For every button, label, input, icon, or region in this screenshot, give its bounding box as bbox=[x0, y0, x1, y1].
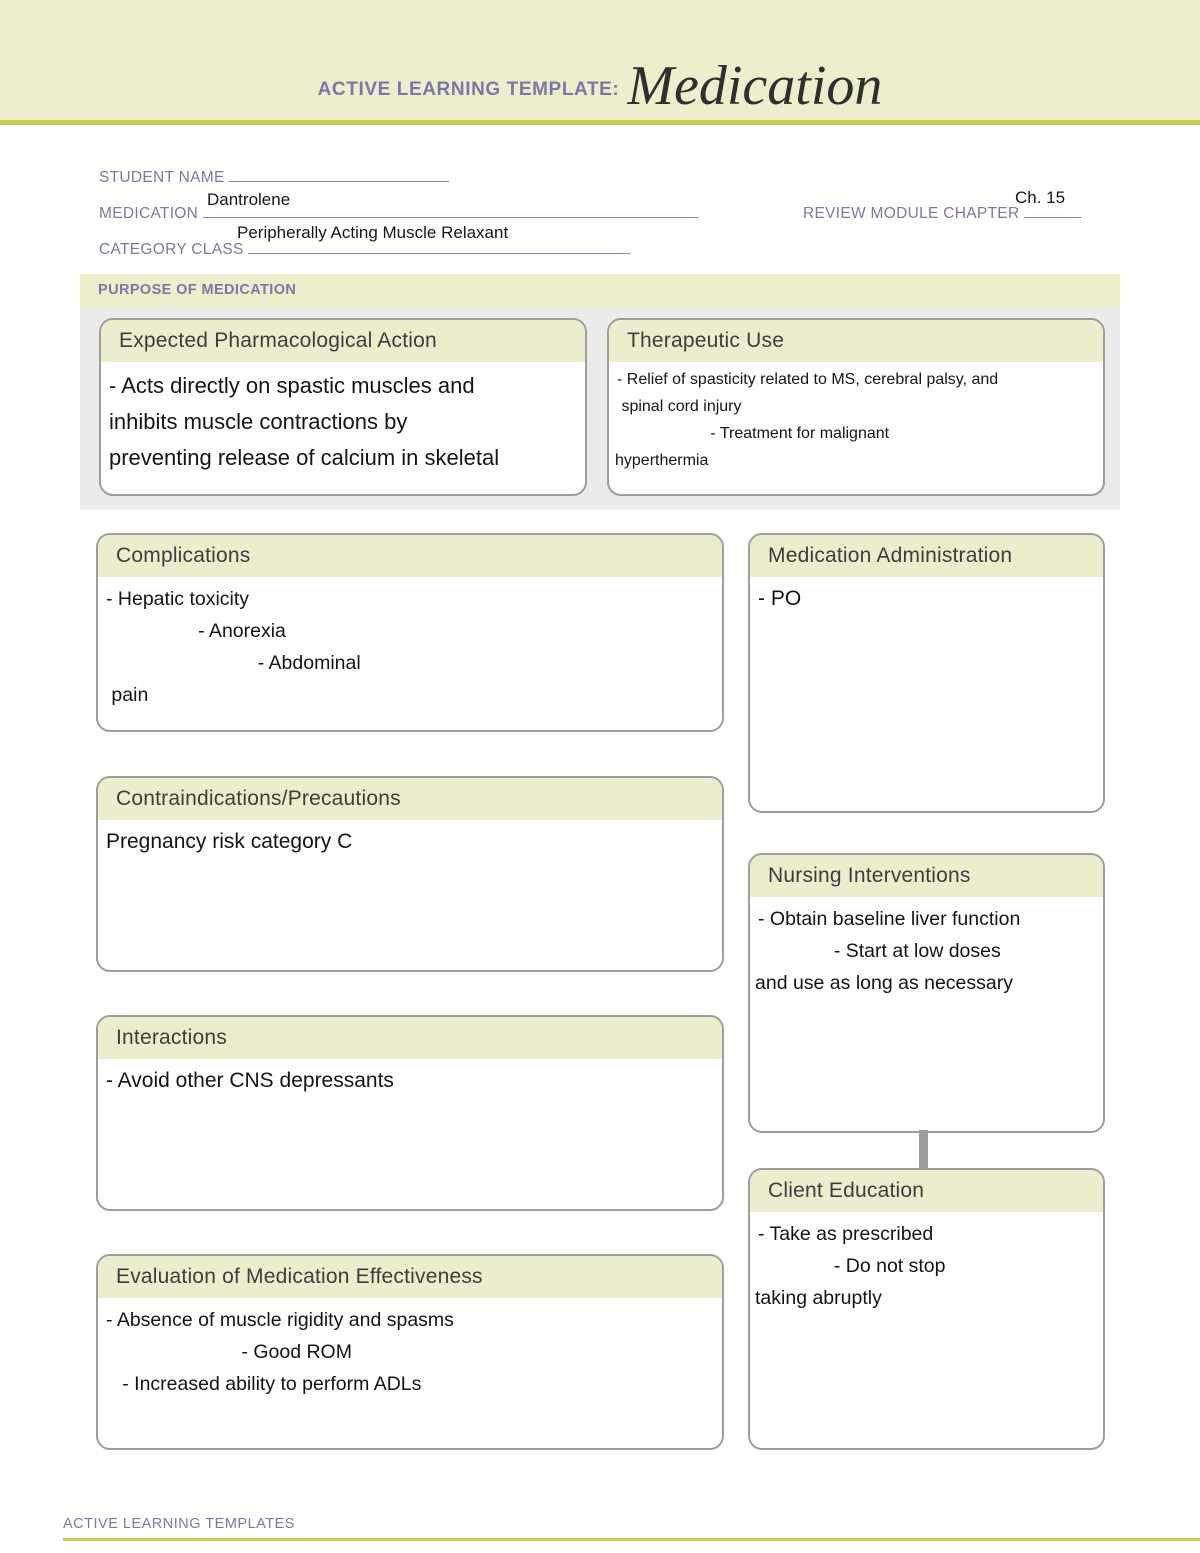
card-therapeutic-use[interactable]: Therapeutic Use - Relief of spasticity r… bbox=[607, 318, 1105, 496]
card-body-medication-administration: - PO bbox=[750, 577, 1103, 811]
body-line: preventing release of calcium in skeleta… bbox=[109, 445, 500, 470]
medication-label: MEDICATION bbox=[99, 205, 199, 222]
card-title-interactions: Interactions bbox=[98, 1017, 722, 1059]
card-evaluation-of-medication-effectiveness[interactable]: Evaluation of Medication Effectiveness -… bbox=[96, 1254, 724, 1450]
review-module-row: REVIEW MODULE CHAPTER _______ bbox=[803, 200, 1104, 223]
card-title-expected-action: Expected Pharmacological Action bbox=[101, 320, 585, 362]
body-line: - Relief of spasticity related to MS, ce… bbox=[617, 371, 999, 388]
connector-stem bbox=[919, 1130, 928, 1172]
student-name-input[interactable]: ___________________________ bbox=[229, 166, 449, 183]
category-class-input[interactable]: ________________________________________… bbox=[248, 238, 630, 255]
category-class-row: CATEGORY CLASS _________________________… bbox=[99, 236, 793, 259]
body-line: and use as long as necessary bbox=[755, 972, 1013, 994]
body-line: - Avoid other CNS depressants bbox=[106, 1069, 394, 1092]
card-client-education[interactable]: Client Education - Take as prescribed - … bbox=[748, 1168, 1105, 1450]
body-line: - Good ROM bbox=[106, 1341, 352, 1363]
body-line: taking abruptly bbox=[755, 1287, 882, 1309]
body-line: - Obtain baseline liver function bbox=[758, 908, 1021, 930]
card-title-contraindications: Contraindications/Precautions bbox=[98, 778, 722, 820]
student-name-row: STUDENT NAME ___________________________ bbox=[99, 164, 519, 187]
card-title-complications: Complications bbox=[98, 535, 722, 577]
card-contraindications-precautions[interactable]: Contraindications/Precautions Pregnancy … bbox=[96, 776, 724, 972]
medication-row: MEDICATION _____________________________… bbox=[99, 200, 851, 223]
card-body-client-education: - Take as prescribed - Do not stop takin… bbox=[750, 1212, 1103, 1448]
category-class-value: Peripherally Acting Muscle Relaxant bbox=[237, 223, 509, 242]
card-complications[interactable]: Complications - Hepatic toxicity - Anore… bbox=[96, 533, 724, 732]
card-title-medication-administration: Medication Administration bbox=[750, 535, 1103, 577]
body-line: inhibits muscle contractions by bbox=[109, 409, 408, 434]
header-title-group: ACTIVE LEARNING TEMPLATE: Medication bbox=[0, 54, 1200, 118]
template-kicker: ACTIVE LEARNING TEMPLATE: bbox=[317, 79, 620, 100]
card-medication-administration[interactable]: Medication Administration - PO bbox=[748, 533, 1105, 813]
body-line: - Hepatic toxicity bbox=[106, 588, 250, 610]
form-fields: STUDENT NAME ___________________________… bbox=[0, 150, 1200, 260]
body-line: spinal cord injury bbox=[617, 398, 742, 415]
body-line: - Acts directly on spastic muscles and bbox=[109, 373, 475, 398]
body-line: - Absence of muscle rigidity and spasms bbox=[106, 1309, 454, 1331]
card-body-evaluation: - Absence of muscle rigidity and spasms … bbox=[98, 1298, 722, 1448]
card-body-contraindications: Pregnancy risk category C bbox=[98, 820, 722, 970]
review-module-label: REVIEW MODULE CHAPTER bbox=[803, 205, 1020, 222]
card-body-interactions: - Avoid other CNS depressants bbox=[98, 1059, 722, 1209]
card-nursing-interventions[interactable]: Nursing Interventions - Obtain baseline … bbox=[748, 853, 1105, 1133]
body-line: - Start at low doses bbox=[758, 940, 1001, 962]
body-line: - Take as prescribed bbox=[758, 1223, 934, 1245]
card-body-therapeutic-use: - Relief of spasticity related to MS, ce… bbox=[609, 362, 1103, 494]
category-class-label: CATEGORY CLASS bbox=[99, 241, 244, 258]
page-title: Medication bbox=[627, 55, 883, 117]
student-name-label: STUDENT NAME bbox=[99, 169, 225, 186]
body-line: - PO bbox=[758, 587, 802, 610]
purpose-strip bbox=[80, 274, 1120, 308]
card-title-therapeutic-use: Therapeutic Use bbox=[609, 320, 1103, 362]
body-line: pain bbox=[106, 684, 149, 706]
card-interactions[interactable]: Interactions - Avoid other CNS depressan… bbox=[96, 1015, 724, 1211]
body-line: hyperthermia bbox=[615, 452, 709, 469]
footer-label: ACTIVE LEARNING TEMPLATES bbox=[63, 1516, 295, 1532]
medication-value: Dantrolene bbox=[207, 190, 291, 209]
body-line: - Increased ability to perform ADLs bbox=[106, 1373, 422, 1395]
card-title-nursing-interventions: Nursing Interventions bbox=[750, 855, 1103, 897]
review-module-input[interactable]: _______ bbox=[1023, 202, 1081, 219]
card-title-evaluation: Evaluation of Medication Effectiveness bbox=[98, 1256, 722, 1298]
body-line: Pregnancy risk category C bbox=[106, 830, 353, 853]
header-accent-rule bbox=[0, 120, 1200, 125]
purpose-strip-label: PURPOSE OF MEDICATION bbox=[98, 282, 297, 298]
body-line: - Do not stop bbox=[758, 1255, 946, 1277]
body-line: - Treatment for malignant bbox=[617, 425, 890, 442]
card-body-nursing-interventions: - Obtain baseline liver function - Start… bbox=[750, 897, 1103, 1131]
body-line: - Anorexia bbox=[106, 620, 286, 642]
card-title-client-education: Client Education bbox=[750, 1170, 1103, 1212]
footer-accent-rule bbox=[63, 1538, 1200, 1541]
body-line: - Abdominal bbox=[106, 652, 361, 674]
medication-input[interactable]: ________________________________________… bbox=[202, 202, 699, 219]
header-band bbox=[0, 0, 1200, 120]
card-expected-pharmacological-action[interactable]: Expected Pharmacological Action - Acts d… bbox=[99, 318, 587, 496]
card-body-complications: - Hepatic toxicity - Anorexia - Abdomina… bbox=[98, 577, 722, 730]
card-body-expected-action: - Acts directly on spastic muscles and i… bbox=[101, 362, 585, 494]
review-module-value: Ch. 15 bbox=[1015, 188, 1066, 207]
